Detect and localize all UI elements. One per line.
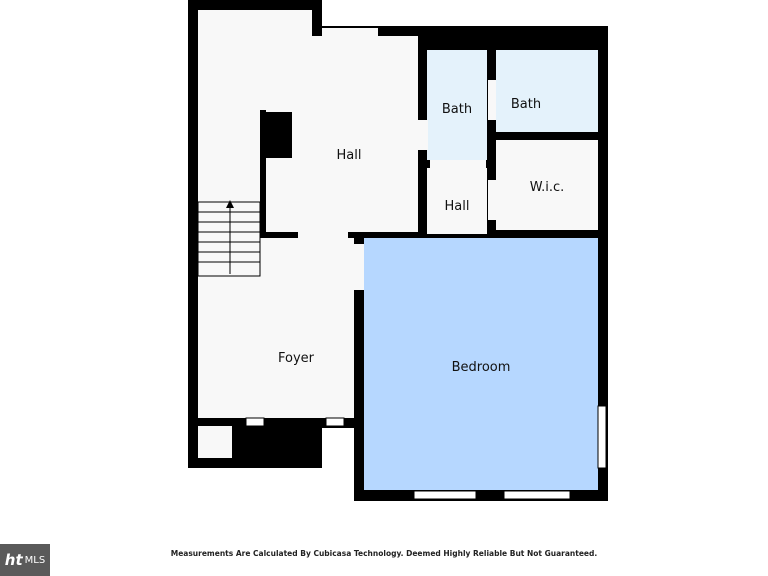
floor-wic: [496, 140, 598, 230]
floor-entry-nook: [198, 426, 232, 458]
room-label-bath-2: Bath: [511, 97, 541, 112]
floor-bath-1: [427, 50, 487, 160]
room-label-hall-small: Hall: [445, 199, 470, 214]
room-floors: [198, 10, 598, 490]
room-label-bedroom: Bedroom: [452, 360, 511, 375]
stairs-arrow-icon: [226, 200, 234, 208]
chimney-block: [262, 112, 292, 158]
mls-logo-text: MLS: [24, 554, 46, 566]
floor-bath-2: [496, 50, 598, 132]
measurement-disclaimer: Measurements Are Calculated By Cubicasa …: [170, 549, 598, 558]
door-openings: [298, 28, 496, 290]
floor-closet: [378, 36, 418, 96]
windows: [245, 405, 607, 500]
room-label-bath-1: Bath: [442, 102, 472, 117]
room-label-hall-upper: Hall: [337, 148, 362, 163]
room-label-wic: W.i.c.: [530, 180, 565, 195]
floor-hall-small: [427, 168, 487, 234]
room-label-foyer: Foyer: [278, 351, 315, 366]
mls-logo-mark: ht: [4, 551, 23, 569]
floor-bedroom: [364, 238, 598, 490]
mls-badge: ht MLS: [0, 544, 50, 576]
stairs: [197, 201, 261, 277]
